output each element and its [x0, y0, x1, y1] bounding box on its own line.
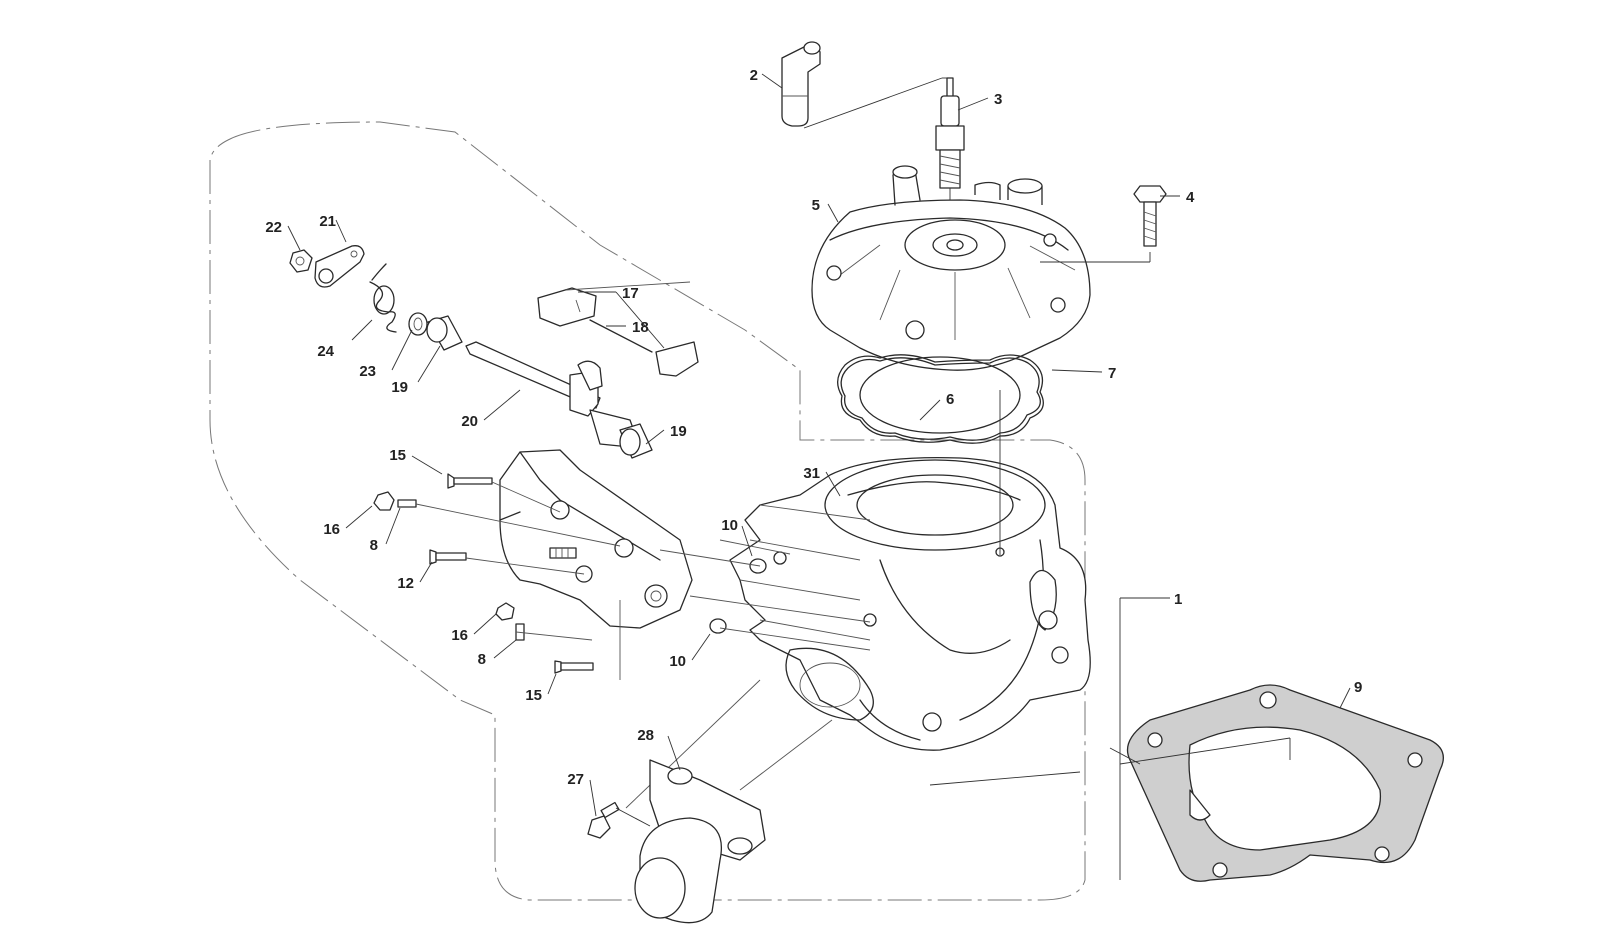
callout-labels: 2 3 4 5 6 7 1 9 31 22 21 17 18 24 23 19 … [265, 67, 1362, 788]
valve-blade-17b [655, 341, 699, 377]
callout-24: 24 [317, 343, 334, 360]
callout-8a: 8 [370, 537, 378, 554]
callout-22: 22 [265, 219, 282, 236]
bushing-19 [426, 315, 463, 351]
callout-3: 3 [994, 91, 1002, 108]
callout-15a: 15 [389, 447, 406, 464]
callout-31: 31 [803, 465, 820, 482]
assembly-lines [415, 281, 871, 809]
bolt-4 [1133, 185, 1167, 247]
callout-19a: 19 [391, 379, 408, 396]
intake-flange-28 [634, 759, 766, 924]
stud-8a [397, 499, 417, 508]
callout-10b: 10 [669, 653, 686, 670]
spark-plug-cap [781, 41, 821, 127]
nut-16a [373, 491, 395, 511]
dowel-10b [709, 618, 727, 634]
callout-12: 12 [397, 575, 414, 592]
callout-15b: 15 [525, 687, 542, 704]
nut-16b [495, 602, 515, 621]
valve-shaft-20 [465, 341, 641, 449]
callout-16b: 16 [451, 627, 468, 644]
valve-pin-18 [589, 319, 653, 353]
cylinder [729, 456, 1091, 751]
screw-15b [554, 660, 594, 674]
callout-leaders [287, 73, 1351, 880]
callout-23: 23 [359, 363, 376, 380]
callout-5: 5 [812, 197, 820, 214]
valve-blade-17a [537, 287, 597, 327]
base-gasket [1126, 684, 1444, 882]
nut-22 [289, 249, 313, 273]
valve-group-boundary [209, 121, 1086, 901]
screw-27 [587, 801, 620, 839]
bushing-19b [619, 423, 653, 459]
o-ring [859, 356, 1021, 434]
callout-10a: 10 [721, 517, 738, 534]
callout-1: 1 [1174, 591, 1182, 608]
callout-19b: 19 [670, 423, 687, 440]
callout-9: 9 [1354, 679, 1362, 696]
screw-15a [447, 473, 493, 489]
callout-6: 6 [946, 391, 954, 408]
callout-28: 28 [637, 727, 654, 744]
spark-plug [935, 77, 965, 189]
callout-2: 2 [750, 67, 758, 84]
callout-7: 7 [1108, 365, 1116, 382]
callout-16a: 16 [323, 521, 340, 538]
spring-24 [369, 263, 397, 333]
lever-21 [314, 245, 365, 288]
callout-4: 4 [1186, 189, 1195, 206]
callout-17: 17 [622, 285, 639, 302]
callout-8b: 8 [478, 651, 486, 668]
head-gasket-o-ring [837, 354, 1044, 444]
washer-23 [408, 312, 428, 336]
callout-27: 27 [567, 771, 584, 788]
screw-12 [429, 549, 467, 565]
callout-20: 20 [461, 413, 478, 430]
callout-18: 18 [632, 319, 649, 336]
callout-21: 21 [319, 213, 336, 230]
cylinder-head [811, 165, 1091, 371]
valve-housing [499, 449, 693, 629]
